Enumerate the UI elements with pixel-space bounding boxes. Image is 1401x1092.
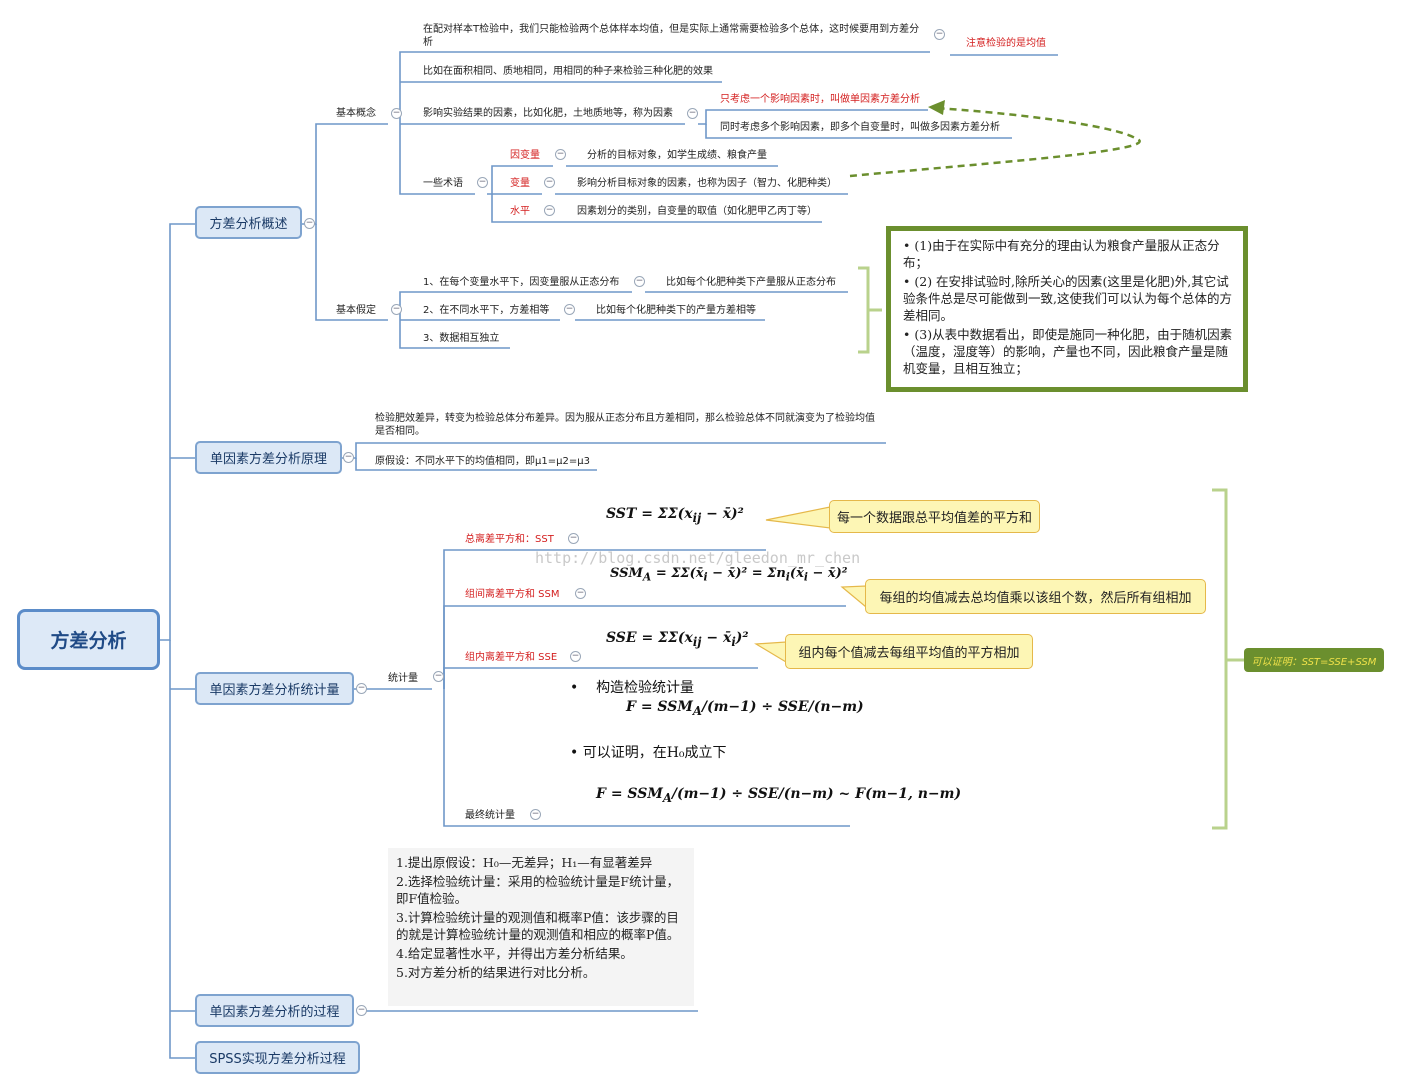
collapse-toggle[interactable]: −: [343, 452, 354, 463]
concept-2[interactable]: 比如在面积相同、质地相同，用相同的种子来检验三种化肥的效果: [423, 66, 713, 77]
topic-basic-concept[interactable]: 基本概念: [336, 108, 376, 119]
process-steps-box: 1.提出原假设：H₀—无差异；H₁—有显著差异 2.选择检验统计量：采用的检验统…: [388, 848, 694, 1006]
proof-tag[interactable]: 可以证明：SST=SSE+SSM: [1244, 648, 1384, 672]
collapse-toggle[interactable]: −: [391, 304, 402, 315]
collapse-toggle[interactable]: −: [634, 276, 645, 287]
watermark: http://blog.csdn.net/gleedon_mr_chen: [535, 549, 861, 567]
sse-label[interactable]: 组内离差平方和 SSE: [465, 652, 558, 663]
process-step: 5.对方差分析的结果进行对比分析。: [396, 965, 596, 980]
collapse-toggle[interactable]: −: [687, 108, 698, 119]
process-step: 4.给定显著性水平，并得出方差分析结果。: [396, 946, 633, 961]
collapse-toggle[interactable]: −: [477, 177, 488, 188]
term-dependent[interactable]: 因变量: [510, 150, 540, 161]
term-level-desc[interactable]: 因素划分的类别，自变量的取值（如化肥甲乙丙丁等）: [577, 206, 817, 217]
collapse-toggle[interactable]: −: [391, 108, 402, 119]
process-step: 1.提出原假设：H₀—无差异；H₁—有显著差异: [396, 855, 653, 870]
sst-label[interactable]: 总离差平方和：SST: [465, 534, 554, 545]
note-item: • (3)从表中数据看出，即使是施同一种化肥，由于随机因素（温度，湿度等）的影响…: [903, 327, 1233, 376]
collapse-toggle[interactable]: −: [356, 1005, 367, 1016]
provable-text: • 可以证明，在H₀成立下: [570, 745, 727, 761]
concept-1-note[interactable]: 注意检验的是均值: [966, 38, 1046, 49]
collapse-toggle[interactable]: −: [544, 177, 555, 188]
assumption-2[interactable]: 2、在不同水平下，方差相等: [423, 305, 550, 316]
branch-spss[interactable]: SPSS实现方差分析过程: [195, 1041, 360, 1074]
construct-text: • 构造检验统计量: [570, 680, 695, 696]
collapse-toggle[interactable]: −: [575, 588, 586, 599]
f-distribution-formula: F = SSMA/(m−1) ÷ SSE/(n−m) ~ F(m−1, n−m): [596, 786, 962, 805]
note-item: • (2) 在安排试验时,除所关心的因素(这里是化肥)外,其它试验条件总是尽可能…: [903, 274, 1232, 323]
collapse-toggle[interactable]: −: [530, 809, 541, 820]
collapse-toggle[interactable]: −: [555, 149, 566, 160]
branch-principle[interactable]: 单因素方差分析原理: [195, 441, 342, 474]
branch-statistic[interactable]: 单因素方差分析统计量: [195, 672, 354, 705]
term-variable-desc[interactable]: 影响分析目标对象的因素，也称为因子（智力、化肥种类）: [577, 178, 837, 189]
concept-1[interactable]: 在配对样本T检验中，我们只能检验两个总体样本均值，但是实际上通常需要检验多个总体…: [423, 24, 920, 48]
assumption-2-example[interactable]: 比如每个化肥种类下的产量方差相等: [596, 305, 756, 316]
assumption-note-box: • (1)由于在实际中有充分的理由认为粮食产量服从正态分布； • (2) 在安排…: [886, 226, 1248, 392]
principle-line-1[interactable]: 检验肥效差异，转变为检验总体分布差异。因为服从正态分布且方差相同，那么检验总体不…: [375, 413, 875, 437]
collapse-toggle[interactable]: −: [568, 533, 579, 544]
f-formula: F = SSMA/(m−1) ÷ SSE/(n−m): [626, 699, 864, 718]
branch-overview[interactable]: 方差分析概述: [195, 206, 302, 239]
sst-formula: SST = ΣΣ(xij − x̄)²: [606, 506, 744, 525]
collapse-toggle[interactable]: −: [433, 671, 444, 682]
concept-3[interactable]: 影响实验结果的因素，比如化肥，土地质地等，称为因素: [423, 108, 673, 119]
sst-callout: 每一个数据跟总平均值差的平方和: [829, 500, 1040, 533]
term-dependent-desc[interactable]: 分析的目标对象，如学生成绩、粮食产量: [587, 150, 767, 161]
topic-terms[interactable]: 一些术语: [423, 178, 463, 189]
collapse-toggle[interactable]: −: [570, 651, 581, 662]
assumption-3[interactable]: 3、数据相互独立: [423, 333, 500, 344]
assumption-1[interactable]: 1、在每个变量水平下，因变量服从正态分布: [423, 277, 620, 288]
topic-assumptions[interactable]: 基本假定: [336, 305, 376, 316]
principle-line-2[interactable]: 原假设：不同水平下的均值相同，即μ1=μ2=μ3: [375, 456, 590, 467]
term-level[interactable]: 水平: [510, 206, 530, 217]
process-step: 3.计算检验统计量的观测值和概率P值：该步骤的目的就是计算检验统计量的观测值和相…: [396, 910, 680, 942]
process-step: 2.选择检验统计量：采用的检验统计量是F统计量，即F值检验。: [396, 874, 680, 906]
note-item: • (1)由于在实际中有充分的理由认为粮食产量服从正态分布；: [903, 238, 1220, 270]
ssm-formula: SSMA = ΣΣ(x̄i − x̄)² = Σni(x̄i − x̄)²: [610, 566, 848, 584]
single-factor-definition[interactable]: 只考虑一个影响因素时，叫做单因素方差分析: [720, 94, 920, 105]
ssm-label[interactable]: 组间离差平方和 SSM: [465, 589, 560, 600]
collapse-toggle[interactable]: −: [544, 205, 555, 216]
collapse-toggle[interactable]: −: [356, 683, 367, 694]
collapse-toggle[interactable]: −: [304, 218, 315, 229]
collapse-toggle[interactable]: −: [934, 29, 945, 40]
collapse-toggle[interactable]: −: [564, 304, 575, 315]
sse-callout: 组内每个值减去每组平均值的平方相加: [785, 634, 1033, 669]
multi-factor-definition[interactable]: 同时考虑多个影响因素，即多个自变量时，叫做多因素方差分析: [720, 122, 1000, 133]
final-statistic-label[interactable]: 最终统计量: [465, 810, 515, 821]
branch-process[interactable]: 单因素方差分析的过程: [195, 994, 354, 1027]
sse-formula: SSE = ΣΣ(xij − x̄i)²: [606, 630, 749, 649]
term-variable[interactable]: 变量: [510, 178, 530, 189]
assumption-1-example[interactable]: 比如每个化肥种类下产量服从正态分布: [666, 277, 836, 288]
ssm-callout: 每组的均值减去总均值乘以该组个数，然后所有组相加: [865, 579, 1206, 614]
topic-statistic[interactable]: 统计量: [388, 673, 418, 684]
root-node[interactable]: 方差分析: [17, 609, 160, 670]
